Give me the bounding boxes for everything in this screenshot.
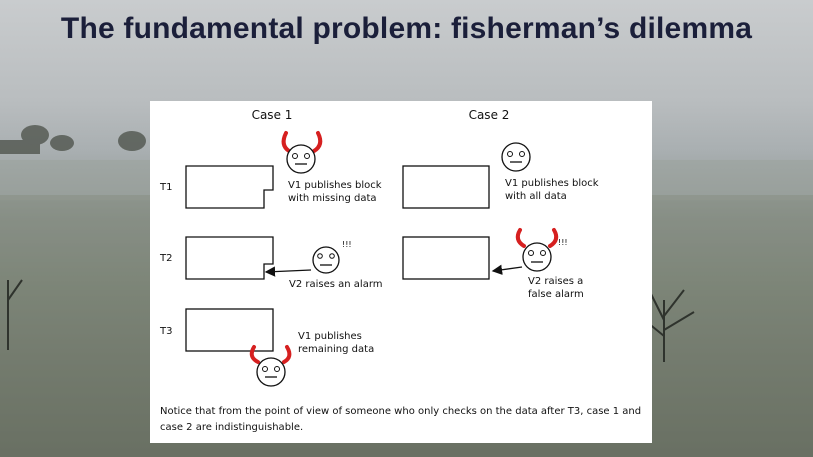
footnote: Notice that from the point of view of so… <box>160 406 642 433</box>
case1-t2-arrow <box>264 266 312 277</box>
case1-t2-exclaim: !!! <box>342 240 352 249</box>
case2-t1-neutral-face-icon <box>501 142 531 172</box>
case1-label: Case 1 <box>252 108 293 122</box>
case1-t3-block <box>185 308 274 352</box>
case1-t2-caption: V2 raises an alarm <box>289 279 383 290</box>
case2-t2-arrow <box>491 264 523 275</box>
case2-t2-exclaim: !!! <box>558 238 568 247</box>
case1-t3-caption-line2: remaining data <box>298 344 374 355</box>
slide-title: The fundamental problem: fisherman’s dil… <box>60 12 753 45</box>
case1-t1-caption-line1: V1 publishes block <box>288 180 382 191</box>
case2-t2-block <box>402 236 490 280</box>
row-label-t1: T1 <box>159 182 172 193</box>
case1-t2-neutral-face-icon <box>312 246 340 274</box>
case1-t1-evil-face-icon <box>281 131 323 174</box>
case2-t1-caption-line2: with all data <box>505 191 567 202</box>
case1-t1-block <box>185 165 274 209</box>
case1-t3-evil-face-icon <box>249 345 292 387</box>
case2-t1-caption-line1: V1 publishes block <box>505 178 599 189</box>
diagram-panel: Case 1 Case 2 T1 T2 T3 V1 publishes bloc… <box>150 101 652 443</box>
case2-t2-caption-line2: false alarm <box>528 289 584 300</box>
case1-t2-block <box>185 236 274 280</box>
case2-label: Case 2 <box>469 108 510 122</box>
dilemma-diagram: Case 1 Case 2 T1 T2 T3 V1 publishes bloc… <box>159 108 599 387</box>
case2-t2-caption-line1: V2 raises a <box>528 276 583 287</box>
case1-t1-caption-line2: with missing data <box>288 193 377 204</box>
row-label-t2: T2 <box>159 253 172 264</box>
case2-t2-evil-face-icon <box>515 228 559 272</box>
case2-t1-block <box>402 165 490 209</box>
row-label-t3: T3 <box>159 326 172 337</box>
case1-t3-caption-line1: V1 publishes <box>298 331 362 342</box>
